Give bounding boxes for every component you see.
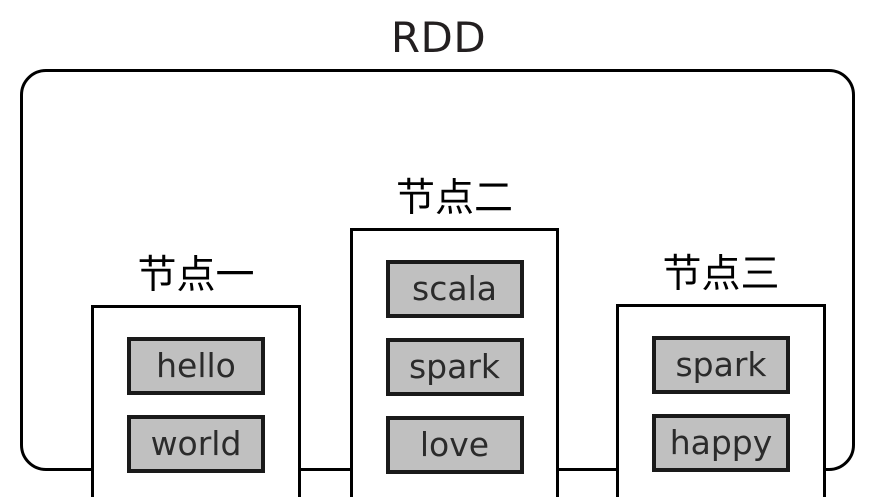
node-2-label: 节点二 <box>395 176 513 221</box>
node-3-item-0: spark <box>652 336 790 394</box>
node-2-item-2: love <box>385 415 524 474</box>
node-1-box: hello world <box>91 305 301 497</box>
node-1-item-0: hello <box>127 337 265 395</box>
node-3-item-1: happy <box>652 414 790 472</box>
node-3-label: 节点三 <box>662 252 780 297</box>
node-2-box: scala spark love <box>350 228 559 497</box>
node-1-item-1: world <box>127 415 265 473</box>
node-2-item-1: spark <box>385 337 524 396</box>
node-1-label: 节点一 <box>137 253 255 298</box>
rdd-container: 节点一 hello world 节点二 scala spark love 节点三… <box>20 69 855 497</box>
diagram-title: RDD <box>390 13 487 62</box>
node-3-box: spark happy <box>616 304 826 497</box>
node-2-item-0: scala <box>385 259 524 318</box>
